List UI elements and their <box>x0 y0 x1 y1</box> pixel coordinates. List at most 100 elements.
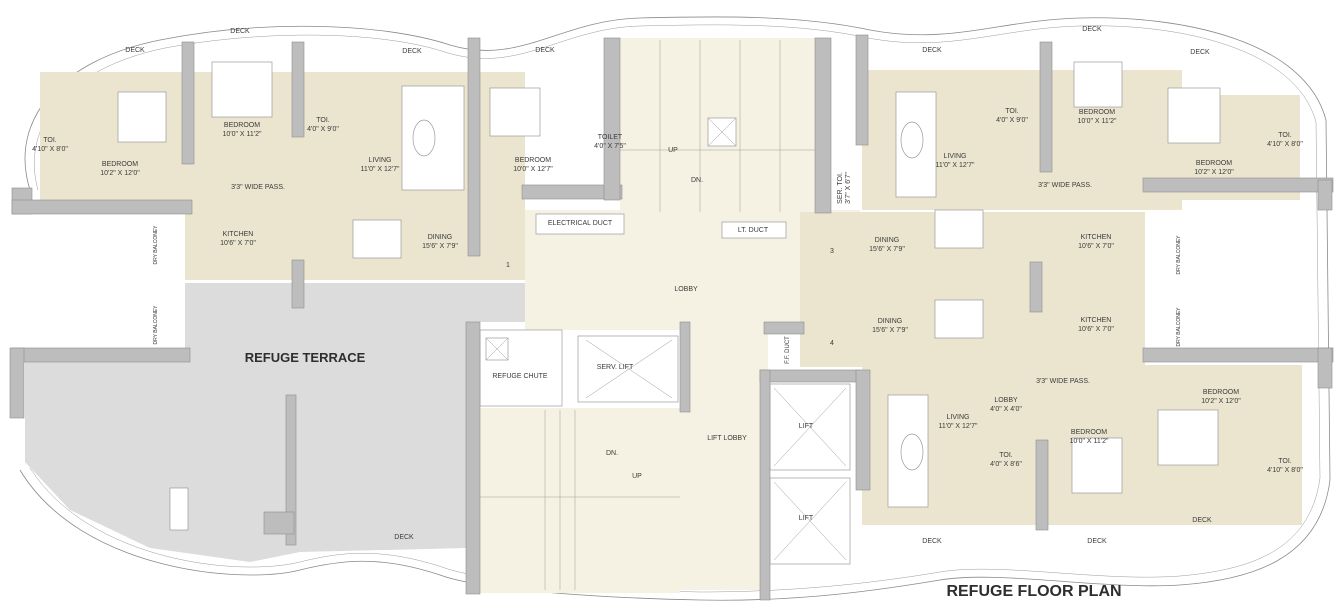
lobby-label: LOBBY <box>994 397 1018 404</box>
dining-label: DINING <box>875 237 900 244</box>
dining-size: 15'6" X 7'9" <box>872 327 908 334</box>
dining-label: DINING <box>428 234 453 241</box>
living-size: 11'0" X 12'7" <box>360 166 400 173</box>
bedroom-size: 10'0" X 11'2" <box>222 131 262 138</box>
bedroom-size: 10'0" X 11'2" <box>1077 118 1117 125</box>
bedroom-label: BEDROOM <box>1071 429 1107 436</box>
toilet-label: TOILET <box>598 134 623 141</box>
bedroom-label: BEDROOM <box>515 157 551 164</box>
lt-duct-box <box>721 221 787 239</box>
bedroom-size: 10'0" X 11'2" <box>1069 438 1109 445</box>
unit-number: 3 <box>830 248 834 255</box>
ff-duct-label: F.F. DUCT <box>785 336 791 364</box>
kitchen-size: 10'6" X 7'0" <box>220 240 256 247</box>
bedroom-size: 10'2" X 12'0" <box>1194 169 1234 176</box>
stair-treads <box>478 40 815 590</box>
deck-label: DECK <box>1190 49 1210 56</box>
deck-label: DECK <box>230 28 250 35</box>
bedroom-label: BEDROOM <box>1079 109 1115 116</box>
deck-label: DECK <box>1082 26 1102 33</box>
dining-size: 15'6" X 7'9" <box>869 246 905 253</box>
kitchen-label: KITCHEN <box>1081 317 1112 324</box>
stair-dn-label: DN. <box>691 177 703 184</box>
deck-label: DECK <box>394 534 414 541</box>
lobby-label: LOBBY <box>674 286 698 293</box>
living-label: LIVING <box>944 153 967 160</box>
lift-label: LIFT <box>799 423 814 430</box>
passage-label: 3'3" WIDE PASS. <box>1038 182 1092 189</box>
stair-dn-label: DN. <box>606 450 618 457</box>
lift-label: LIFT <box>799 515 814 522</box>
dining-label: DINING <box>878 318 903 325</box>
toi-size: 4'0" X 8'6" <box>990 461 1022 468</box>
stair-shaft-cross <box>707 117 737 147</box>
passage-label: 3'3" WIDE PASS. <box>231 184 285 191</box>
stair-up-label: UP <box>668 147 678 154</box>
passage-label: 3'3" WIDE PASS. <box>1036 378 1090 385</box>
stair-up-label: UP <box>632 473 642 480</box>
dry-balcony-label: DRY BALCONEY <box>153 225 159 265</box>
toi-size: 4'0" X 9'0" <box>307 126 339 133</box>
lt-duct-label: LT. DUCT <box>738 227 769 234</box>
bedroom-label: BEDROOM <box>224 122 260 129</box>
furniture <box>117 61 1221 531</box>
toi-size: 4'0" X 9'0" <box>996 117 1028 124</box>
toi-size: 4'10" X 8'0" <box>32 146 68 153</box>
dining-size: 15'6" X 7'9" <box>422 243 458 250</box>
dry-balcony-label: DRY BALCONEY <box>1176 235 1182 275</box>
bedroom-size: 10'2" X 12'0" <box>1201 398 1241 405</box>
unit-number: 4 <box>830 340 834 347</box>
electrical-duct-box <box>535 213 625 235</box>
lift-lobby-label: LIFT LOBBY <box>707 435 747 442</box>
dry-balcony-label: DRY BALCONEY <box>1176 307 1182 347</box>
lift-1-cross <box>773 387 847 467</box>
deck-label: DECK <box>1192 517 1212 524</box>
bedroom-label: BEDROOM <box>1203 389 1239 396</box>
serv-lift-label: SERV. LIFT <box>597 364 634 371</box>
refuge-chute-label: REFUGE CHUTE <box>492 373 548 380</box>
living-label: LIVING <box>369 157 392 164</box>
bedroom-size: 10'2" X 12'0" <box>100 170 140 177</box>
toi-label: TOI. <box>43 137 57 144</box>
lift-lobby-floor <box>680 320 768 590</box>
lobby-size: 4'0" X 4'0" <box>990 406 1022 413</box>
kitchen-label: KITCHEN <box>1081 234 1112 241</box>
toi-size: 4'10" X 8'0" <box>1267 141 1303 148</box>
building-outline-inner <box>29 24 1321 593</box>
toi-size: 4'10" X 8'0" <box>1267 467 1303 474</box>
living-size: 11'0" X 12'7" <box>938 423 978 430</box>
dry-balcony-label: DRY BALCONEY <box>153 305 159 345</box>
deck-label: DECK <box>402 48 422 55</box>
toi-label: TOI. <box>1005 108 1019 115</box>
unit-number: 1 <box>506 262 510 269</box>
refuge-terrace-label: REFUGE TERRACE <box>245 350 366 365</box>
toi-label: TOI. <box>316 117 330 124</box>
plan-title: REFUGE FLOOR PLAN <box>946 583 1121 600</box>
refuge-chute-cross <box>485 337 509 361</box>
toi-label: TOI. <box>1278 132 1292 139</box>
deck-label: DECK <box>922 47 942 54</box>
deck-label: DECK <box>1087 538 1107 545</box>
ser-toi-label: SER. TOI. <box>837 172 844 204</box>
lower-stair <box>478 408 680 593</box>
bedroom-label: BEDROOM <box>102 161 138 168</box>
living-size: 11'0" X 12'7" <box>935 162 975 169</box>
deck-label: DECK <box>922 538 942 545</box>
toi-label: TOI. <box>1278 458 1292 465</box>
toilet-size: 4'0" X 7'5" <box>594 143 626 150</box>
deck-label: DECK <box>125 47 145 54</box>
toi-label: TOI. <box>999 452 1013 459</box>
walls <box>9 34 1334 601</box>
ser-toi-size: 3'7" X 6'7" <box>845 172 852 204</box>
deck-label: DECK <box>535 47 555 54</box>
kitchen-size: 10'6" X 7'0" <box>1078 326 1114 333</box>
bedroom-label: BEDROOM <box>1196 160 1232 167</box>
building-outline <box>19 16 1331 601</box>
serv-lift-cross <box>585 339 673 399</box>
electrical-duct-label: ELECTRICAL DUCT <box>548 220 613 227</box>
lift-2-cross <box>773 481 847 561</box>
kitchen-label: KITCHEN <box>223 231 254 238</box>
kitchen-size: 10'6" X 7'0" <box>1078 243 1114 250</box>
